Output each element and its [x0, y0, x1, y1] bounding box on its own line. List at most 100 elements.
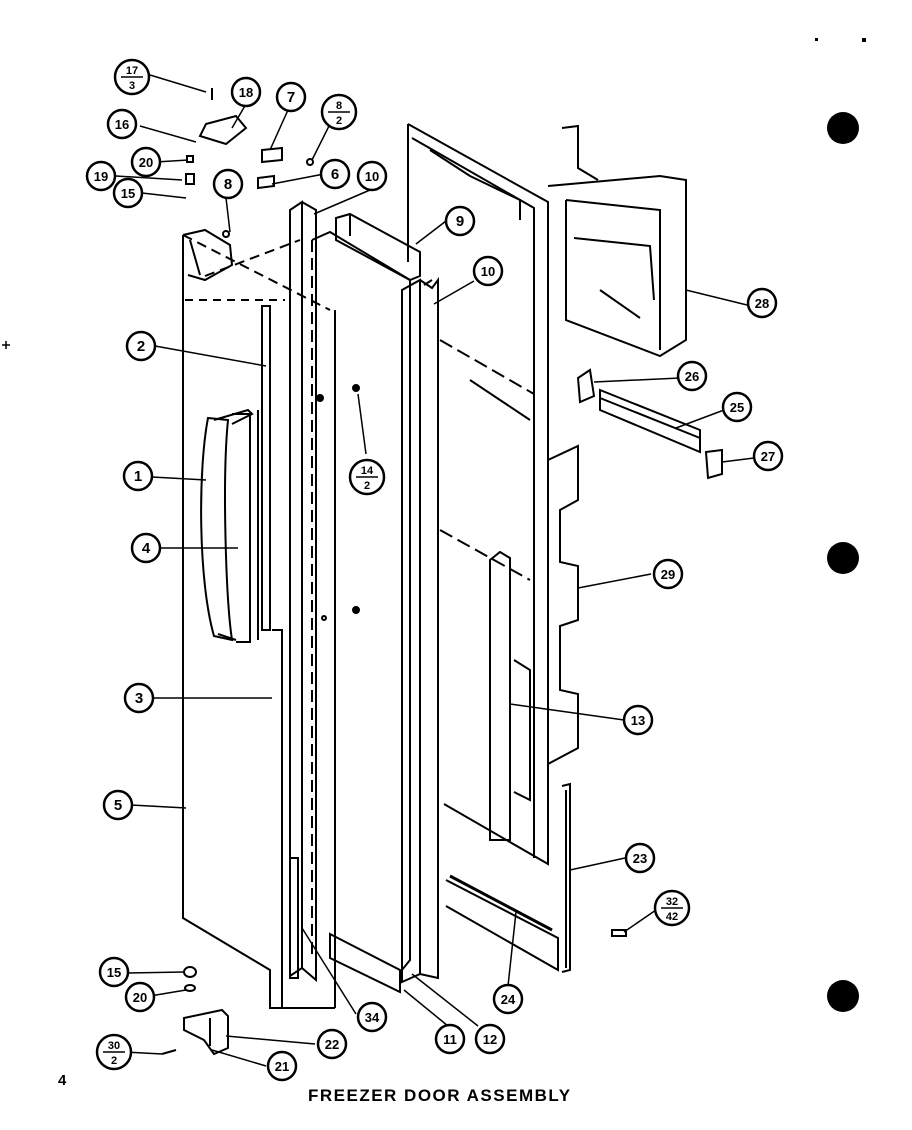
callout-label: 6 — [331, 166, 339, 183]
callout-c18: 18 — [230, 76, 262, 108]
callout-c23: 23 — [624, 842, 656, 874]
door-handle — [200, 408, 254, 642]
bottom-hinge-parts — [161, 966, 229, 1056]
callout-label: 26 — [685, 369, 699, 384]
callout-label: 1 — [134, 468, 142, 485]
callout-label: 8 — [224, 176, 232, 193]
callout-c1: 1 — [122, 460, 154, 492]
breaker-strip — [311, 230, 411, 994]
binder-hole-middle — [827, 542, 859, 574]
callout-c3: 3 — [123, 682, 155, 714]
callout-c34: 34 — [356, 1001, 388, 1033]
callout-c29: 29 — [652, 558, 684, 590]
callout-label: 10 — [481, 264, 495, 279]
door-bin — [547, 124, 687, 358]
callout-c28: 28 — [746, 287, 778, 319]
callout-c20a: 20 — [130, 146, 162, 178]
top-strip — [335, 212, 421, 282]
callout-c13: 13 — [622, 704, 654, 736]
callout-label: 20 — [133, 990, 147, 1005]
callout-c10a: 10 — [356, 160, 388, 192]
callout-label: 4 — [142, 540, 151, 557]
callout-label: 16 — [115, 117, 129, 132]
callout-label: 25 — [730, 400, 744, 415]
callout-c26: 26 — [676, 360, 708, 392]
fraction-bottom: 42 — [666, 911, 678, 923]
handle-trim — [232, 410, 259, 643]
outer-door-panel — [182, 228, 336, 1009]
callout-label: 23 — [633, 851, 647, 866]
fraction-bottom: 2 — [111, 1055, 117, 1067]
callout-c2: 2 — [125, 330, 157, 362]
diagram-title: FREEZER DOOR ASSEMBLY — [308, 1086, 572, 1105]
door-gasket-left — [289, 200, 317, 983]
fraction-callout-f30: 302 — [95, 1033, 133, 1071]
callout-label: 29 — [661, 567, 675, 582]
callout-c21: 21 — [266, 1050, 298, 1082]
fraction-top: 17 — [126, 65, 138, 77]
callout-c4: 4 — [130, 532, 162, 564]
callout-c16: 16 — [106, 108, 138, 140]
callout-label: 11 — [443, 1032, 457, 1047]
callout-c24: 24 — [492, 983, 524, 1015]
callout-c12: 12 — [474, 1023, 506, 1055]
fraction-top: 30 — [108, 1040, 120, 1052]
bottom-trim-strip — [449, 874, 553, 932]
page-number: 4 — [58, 1072, 67, 1089]
callout-label: 12 — [483, 1032, 497, 1047]
callout-label: 15 — [121, 186, 135, 201]
door-gasket-frame — [445, 782, 571, 973]
callout-c27: 27 — [752, 440, 784, 472]
fraction-callout-f17: 173 — [113, 58, 151, 96]
callout-label: 34 — [365, 1010, 380, 1025]
callout-label: 21 — [275, 1059, 289, 1074]
callout-label: 20 — [139, 155, 153, 170]
fraction-top: 32 — [666, 896, 678, 908]
callout-c6: 6 — [319, 158, 351, 190]
callout-label: 28 — [755, 296, 769, 311]
callout-c15b: 15 — [112, 177, 144, 209]
callout-c9: 9 — [444, 205, 476, 237]
inner-door-liner — [407, 123, 579, 866]
callout-c8: 8 — [212, 168, 244, 200]
fraction-top: 8 — [336, 100, 342, 112]
binder-hole-top — [827, 112, 859, 144]
callout-label: 2 — [137, 338, 145, 355]
callout-c20b: 20 — [124, 981, 156, 1013]
fraction-callout-f14: 142 — [348, 458, 386, 496]
callout-label: 27 — [761, 449, 775, 464]
shelf-rail — [576, 368, 723, 480]
callout-c19: 19 — [85, 160, 117, 192]
fraction-bottom: 3 — [129, 80, 135, 92]
lower-strip — [289, 857, 299, 979]
callout-label: 15 — [107, 965, 121, 980]
callout-c22: 22 — [316, 1028, 348, 1060]
callout-c25: 25 — [721, 391, 753, 423]
callout-c5: 5 — [102, 789, 134, 821]
callout-label: 9 — [456, 213, 464, 230]
callout-label: 22 — [325, 1037, 339, 1052]
callout-c7: 7 — [275, 81, 307, 113]
callout-c11: 11 — [434, 1023, 466, 1055]
binder-hole-bottom — [827, 980, 859, 1012]
door-gasket-right — [401, 277, 439, 984]
callout-label: 24 — [501, 992, 516, 1007]
callout-label: 18 — [239, 85, 253, 100]
callout-label: 19 — [94, 169, 108, 184]
callout-label: 7 — [287, 89, 295, 106]
fraction-bottom: 2 — [336, 115, 342, 127]
screw-32-42 — [611, 929, 627, 937]
fraction-callout-f8: 82 — [320, 93, 358, 131]
upper-trim-strip — [261, 305, 283, 1009]
callout-label: 13 — [631, 713, 645, 728]
callout-label: 10 — [365, 169, 379, 184]
fraction-top: 14 — [361, 465, 374, 477]
callout-label: 3 — [135, 690, 143, 707]
callout-c15a: 15 — [98, 956, 130, 988]
callout-label: 5 — [114, 797, 122, 814]
callout-c10b: 10 — [472, 255, 504, 287]
fraction-bottom: 2 — [364, 480, 370, 492]
shelf-retainer — [489, 550, 531, 841]
